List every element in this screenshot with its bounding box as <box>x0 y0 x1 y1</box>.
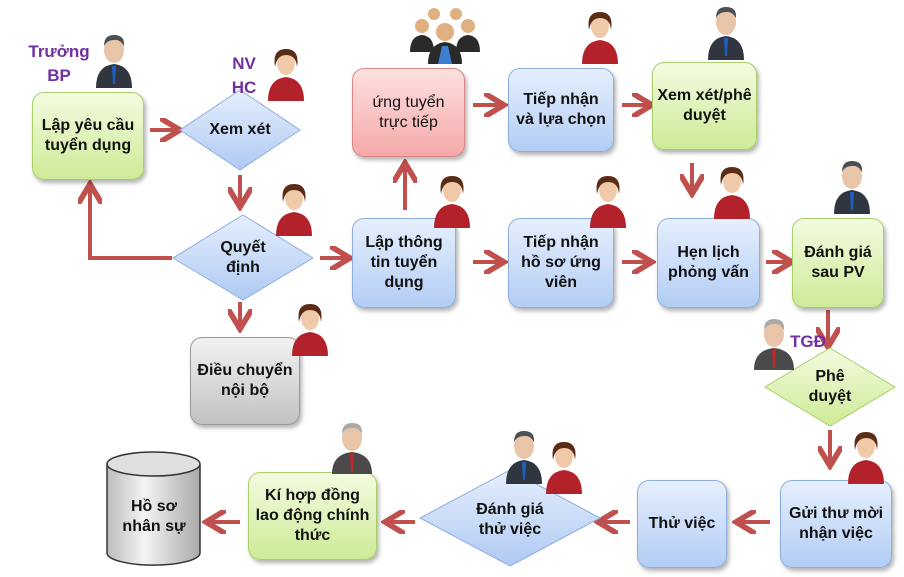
step-xem-xet-phe-duyet: Xem xét/phê duyệt <box>652 62 757 150</box>
manager-man-icon <box>708 7 744 60</box>
hr-woman-icon <box>582 12 618 64</box>
role-label-nv-hc: NV HC <box>231 54 257 97</box>
step-quyet-dinh: Quyết định <box>220 239 266 276</box>
database-cylinder <box>106 451 201 566</box>
step-phe-duyet: Phê duyệt <box>808 368 852 405</box>
manager-man-icon <box>834 161 870 214</box>
hr-woman-icon <box>434 176 470 228</box>
manager-man-icon <box>506 431 542 484</box>
step-tiep-nhan-ho-so: Tiếp nhận hồ sơ ứng viên <box>508 218 614 308</box>
hr-woman-icon <box>714 167 750 219</box>
hr-woman-icon <box>590 176 626 228</box>
director-man-icon <box>332 423 372 474</box>
decision-xem-xet <box>179 89 301 171</box>
step-ki-hop-dong: Kí hợp đồng lao động chính thức <box>248 472 377 560</box>
role-label-truong-bp: Trưởng BP <box>28 42 90 85</box>
step-gui-thu: Gửi thư mời nhận việc <box>780 480 892 568</box>
decision-danh-gia-thu-viec <box>418 469 602 567</box>
step-danh-gia-pv: Đánh giá sau PV <box>792 218 884 308</box>
step-lap-yeu-cau: Lập yêu cầu tuyển dụng <box>32 92 144 180</box>
step-dieu-chuyen: Điều chuyển nội bộ <box>190 337 300 425</box>
hr-woman-icon <box>268 49 304 101</box>
step-danh-gia-thu-viec: Đánh giá thử việc <box>476 501 544 538</box>
candidates-group-icon <box>410 8 480 64</box>
decision-quyet-dinh <box>172 214 314 301</box>
step-ho-so-nhan-su: Hồ sơ nhân sự <box>122 498 186 535</box>
hr-woman-icon <box>546 442 582 494</box>
arrow <box>90 188 172 260</box>
hr-woman-icon <box>292 304 328 356</box>
hr-woman-icon <box>848 432 884 484</box>
role-label-tgd: TGĐ <box>790 332 826 351</box>
manager-man-icon <box>96 35 132 88</box>
step-ung-tuyen: ứng tuyển trực tiếp <box>352 68 465 157</box>
step-xem-xet: Xem xét <box>209 121 271 138</box>
decision-phe-duyet <box>764 347 896 427</box>
hr-woman-icon <box>276 184 312 236</box>
step-tiep-nhan-lua-chon: Tiếp nhận và lựa chọn <box>508 68 614 152</box>
step-lap-thong-tin: Lập thông tin tuyển dụng <box>352 218 456 308</box>
step-thu-viec: Thử việc <box>637 480 727 568</box>
director-man-icon <box>754 319 794 370</box>
step-hen-lich: Hẹn lịch phỏng vấn <box>657 218 760 308</box>
